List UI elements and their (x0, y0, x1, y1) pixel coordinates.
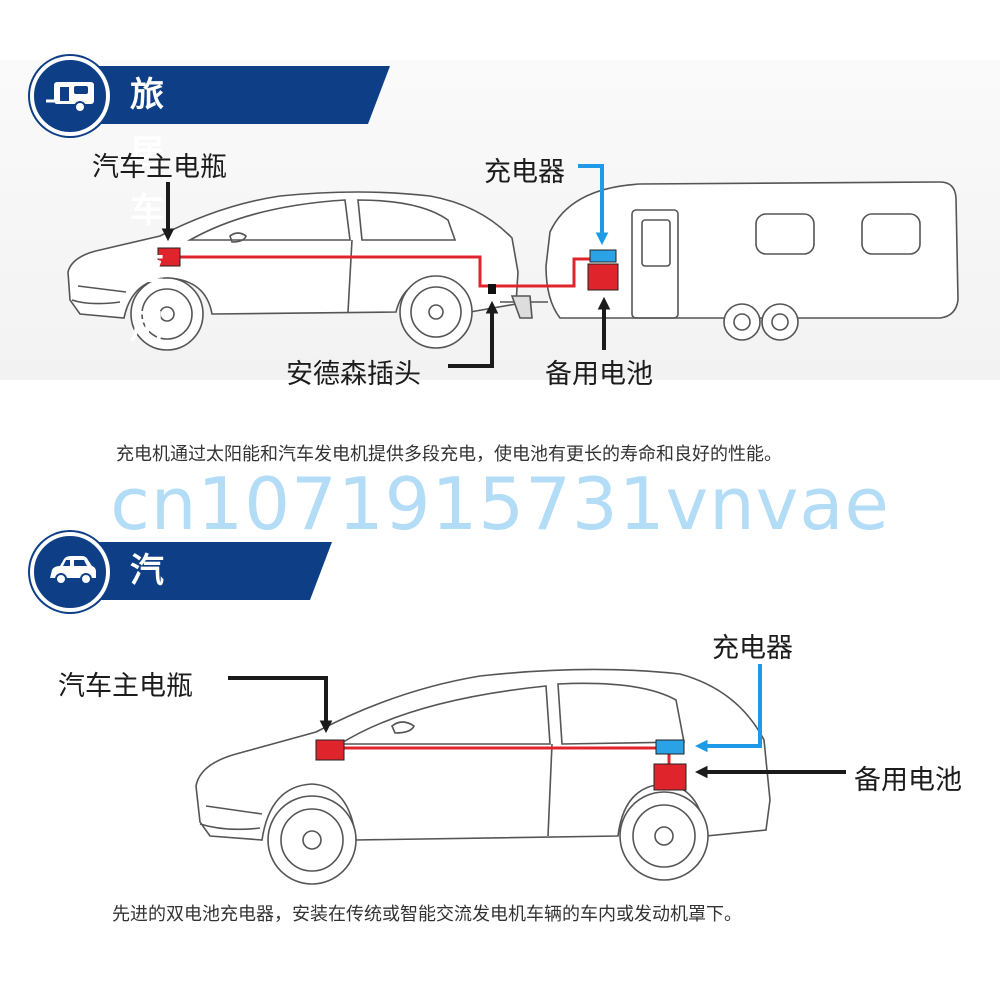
car-main-battery-box (315, 739, 345, 761)
rv-caption: 充电机通过太阳能和汽车发电机提供多段充电，使电池有更长的寿命和良好的性能。 (116, 444, 782, 465)
arrow-car-charger (694, 664, 762, 753)
banner-bar (70, 66, 390, 124)
label-rv-charger: 充电器 (484, 157, 565, 188)
label-anderson-plug: 安德森插头 (286, 359, 421, 390)
rv-backup-battery-box (587, 263, 619, 291)
arrow-car-main-battery (228, 676, 333, 734)
caravan-icon (30, 56, 110, 136)
hatchback-car-2 (195, 668, 771, 885)
car-arrows (228, 664, 846, 779)
rv-main-battery-box (157, 247, 181, 267)
banner-bar (70, 542, 332, 600)
rv-charger-box (589, 249, 617, 263)
car-wiring (344, 746, 671, 764)
car-charger-box (655, 739, 685, 755)
caravan-trailer (500, 181, 959, 341)
arrow-anderson-plug (448, 300, 499, 368)
rv-section-title: 旅居车应用 (130, 75, 165, 347)
hatchback-car-1 (67, 191, 519, 351)
label-rv-backup-battery: 备用电池 (545, 359, 653, 390)
car-backup-battery-box (653, 763, 687, 791)
watermark-text: cn1071915731vnvae (110, 462, 890, 546)
label-rv-main-battery: 汽车主电瓶 (92, 152, 227, 183)
label-car-charger: 充电器 (712, 633, 793, 664)
anderson-plug-box (488, 284, 496, 294)
car-caption: 先进的双电池充电器，安装在传统或智能交流发电机车辆的车内或发动机罩下。 (112, 904, 742, 925)
label-car-backup-battery: 备用电池 (854, 765, 962, 796)
label-car-main-battery: 汽车主电瓶 (58, 671, 193, 702)
rv-arrows (161, 164, 611, 368)
arrow-charger (578, 164, 609, 246)
car-icon (30, 532, 110, 612)
car-section-title: 汽车应用 (130, 551, 165, 765)
rv-wiring (180, 255, 602, 288)
